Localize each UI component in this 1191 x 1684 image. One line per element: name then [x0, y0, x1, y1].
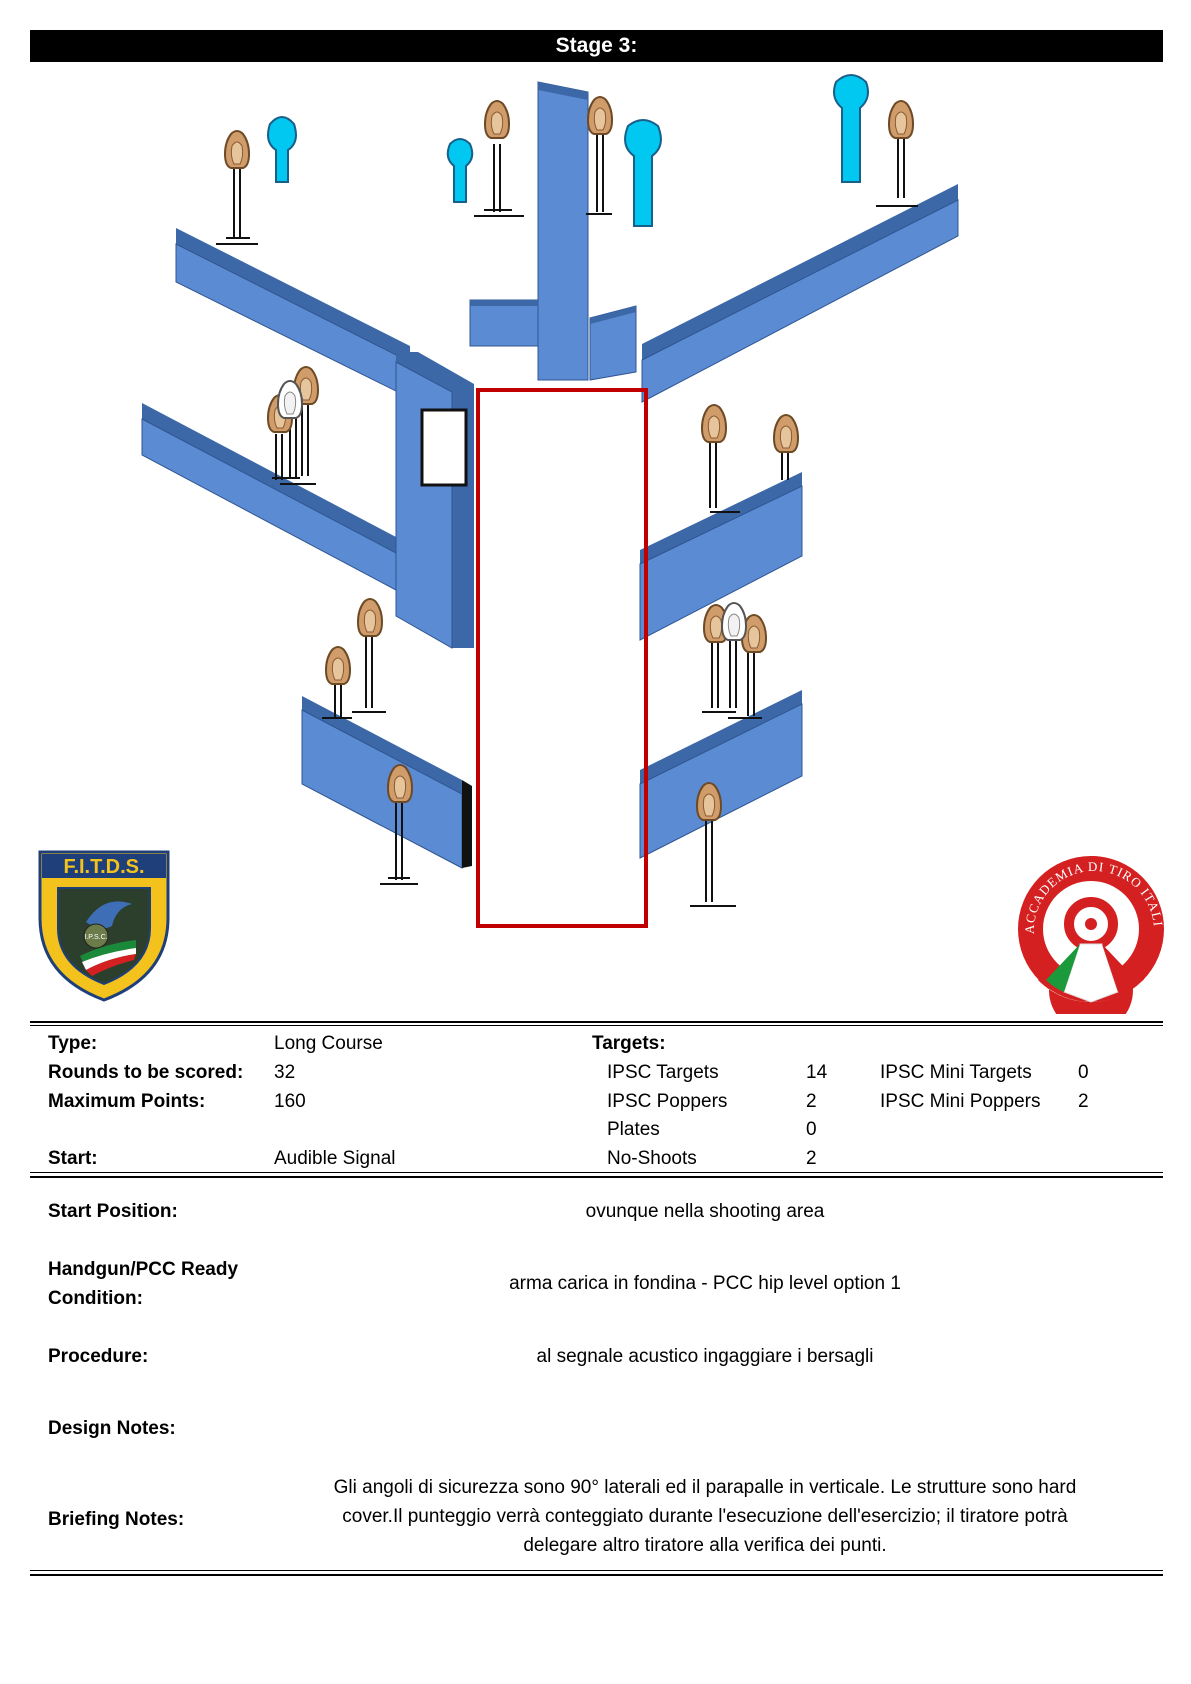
rule-mid-2: [30, 1176, 1163, 1178]
paper-target-7: [701, 404, 727, 443]
rule-top-2: [30, 1025, 1163, 1026]
poppers: [267, 74, 869, 227]
stage-diagram: [141, 74, 959, 928]
fitds-logo-text: F.I.T.D.S.: [63, 856, 144, 878]
ipsc-targets-value: 14: [806, 1062, 828, 1083]
briefing-notes-label: Briefing Notes:: [48, 1509, 185, 1530]
rule-top-1: [30, 1021, 1163, 1023]
paper-target-2: [484, 100, 510, 139]
procedure-value: al segnale acustico ingaggiare i bersagl…: [536, 1346, 874, 1367]
rule-mid-1: [30, 1172, 1163, 1173]
wall-middle-left: [141, 403, 397, 591]
points-value: 160: [274, 1091, 306, 1112]
popper-1: [267, 116, 297, 183]
start-position-value: ovunque nella shooting area: [585, 1201, 825, 1222]
rounds-value: 32: [274, 1062, 296, 1083]
ipsc-mini-targets-value: 0: [1078, 1062, 1089, 1083]
ipsc-badge-text: I.P.S.C.: [84, 934, 107, 941]
wall-lower-left: [301, 696, 472, 869]
window-port: [420, 408, 468, 487]
no-shoot-2: [721, 602, 747, 641]
stage-title: Stage 3:: [30, 30, 1163, 62]
ready-condition-label-line2: Condition:: [48, 1288, 143, 1309]
ipsc-targets-label: IPSC Targets: [607, 1062, 719, 1083]
eagle-icon: [86, 901, 132, 929]
targets-heading: Targets:: [592, 1033, 666, 1054]
ready-condition-value: arma carica in fondina - PCC hip level o…: [509, 1273, 901, 1294]
ipsc-mini-poppers-label: IPSC Mini Poppers: [880, 1091, 1041, 1112]
wall-upper-left: [175, 228, 411, 399]
ipsc-mini-targets-label: IPSC Mini Targets: [880, 1062, 1032, 1083]
ipsc-mini-poppers-value: 2: [1078, 1091, 1089, 1112]
rule-bottom-1: [30, 1570, 1163, 1571]
wall-center-left-window: [395, 352, 474, 649]
rule-bottom-2: [30, 1574, 1163, 1576]
fitds-shield-logo: F.I.T.D.S. I.P.S.C.: [38, 850, 170, 1002]
wall-upper-right: [641, 184, 959, 403]
plates-label: Plates: [607, 1119, 660, 1140]
ipsc-poppers-label: IPSC Poppers: [607, 1091, 728, 1112]
rounds-label: Rounds to be scored:: [48, 1062, 244, 1083]
wall-center-tall: [469, 81, 637, 381]
type-label: Type:: [48, 1033, 98, 1054]
no-shoot-1: [277, 380, 303, 419]
popper-4: [833, 74, 869, 183]
popper-3: [624, 119, 662, 227]
briefing-notes-line1: Gli angoli di sicurezza sono 90° lateral…: [333, 1477, 1077, 1498]
type-value: Long Course: [274, 1033, 383, 1054]
paper-target-13: [387, 764, 413, 803]
start-position-label: Start Position:: [48, 1201, 178, 1222]
shooting-area: [476, 388, 648, 928]
accademia-di-tiro-italiana-logo: ACCADEMIA DI TIRO ITALIANA: [1014, 852, 1165, 1014]
ipsc-poppers-value: 2: [806, 1091, 817, 1112]
procedure-label: Procedure:: [48, 1346, 149, 1367]
start-label: Start:: [48, 1148, 98, 1169]
points-label: Maximum Points:: [48, 1091, 206, 1112]
wall-lower-right: [639, 690, 803, 859]
paper-target-1: [224, 130, 250, 169]
paper-target-3: [587, 96, 613, 135]
wall-middle-right: [639, 472, 803, 641]
paper-target-12: [357, 598, 383, 637]
popper-2: [446, 138, 474, 203]
briefing-notes-line3: delegare altro tiratore alla verifica de…: [523, 1535, 887, 1556]
paper-target-8: [773, 414, 799, 453]
no-shoots-label: No-Shoots: [607, 1148, 697, 1169]
paper-target-11: [325, 646, 351, 685]
plates-value: 0: [806, 1119, 817, 1140]
no-shoots-value: 2: [806, 1148, 817, 1169]
start-value: Audible Signal: [274, 1148, 396, 1169]
ready-condition-label-line1: Handgun/PCC Ready: [48, 1259, 239, 1280]
briefing-notes-line2: cover.Il punteggio verrà conteggiato dur…: [342, 1506, 1068, 1527]
design-notes-label: Design Notes:: [48, 1418, 176, 1439]
paper-target-4: [888, 100, 914, 139]
paper-target-14: [696, 782, 722, 821]
